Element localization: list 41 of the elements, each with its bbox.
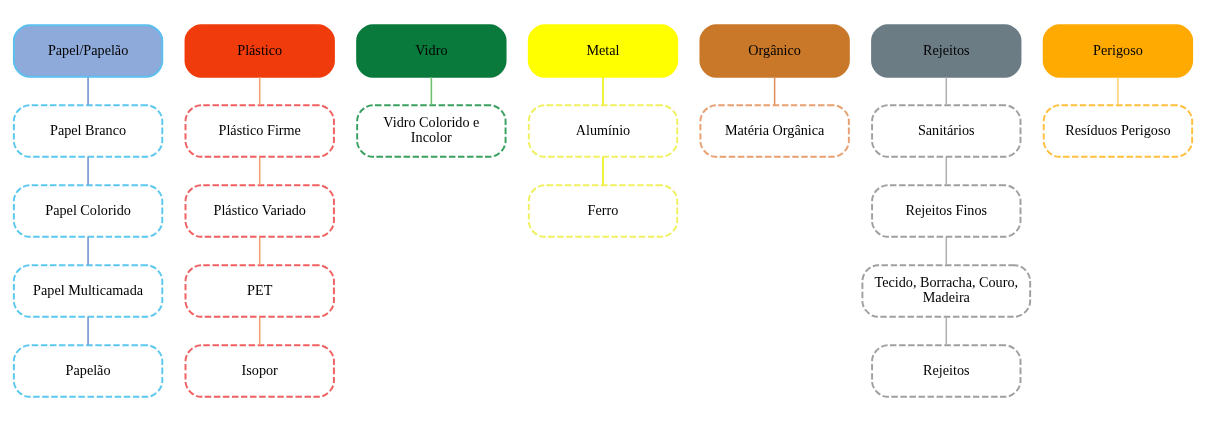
connector (258, 155, 261, 186)
node-box: Alumínio (527, 103, 679, 158)
node-box: Rejeitos Finos (871, 183, 1022, 238)
node-box: Papel Multicamada (12, 263, 164, 318)
node-box: Rejeitos (871, 23, 1022, 78)
connector (945, 155, 948, 186)
connector (258, 235, 261, 266)
node-box: Orgânico (699, 23, 850, 78)
connector (87, 315, 89, 346)
node-box: Plástico Variado (184, 183, 335, 238)
connector (945, 315, 948, 346)
node-box: Vidro Colorido e Incolor (356, 103, 507, 158)
node-box: Rejeitos (871, 343, 1022, 398)
connector (258, 75, 261, 106)
node-box: Sanitários (871, 103, 1022, 158)
connector (430, 75, 433, 106)
connector (945, 75, 948, 106)
node-box: Plástico (184, 23, 335, 78)
node-box: Matéria Orgânica (699, 103, 850, 158)
connector (87, 75, 89, 106)
node-box: Papel Colorido (12, 183, 164, 238)
node-box: Papelão (12, 343, 164, 398)
connector (945, 235, 948, 266)
node-box: Ferro (527, 183, 679, 238)
node-box: Metal (527, 23, 679, 78)
node-box: PET (184, 263, 335, 318)
connector (87, 235, 89, 266)
node-box: Isopor (184, 343, 335, 398)
node-box: Vidro (356, 23, 507, 78)
node-box: Tecido, Borracha, Couro, Madeira (861, 263, 1032, 318)
node-box: Plástico Firme (184, 103, 335, 158)
node-box: Papel/Papelão (12, 23, 164, 78)
connector (87, 155, 89, 186)
connector (1117, 75, 1119, 106)
node-box: Perigoso (1042, 23, 1194, 78)
node-box: Resíduos Perigoso (1042, 103, 1194, 158)
connector (602, 75, 604, 106)
connector (602, 155, 604, 186)
connector (258, 315, 261, 346)
node-box: Papel Branco (12, 103, 164, 158)
connector (773, 75, 776, 106)
